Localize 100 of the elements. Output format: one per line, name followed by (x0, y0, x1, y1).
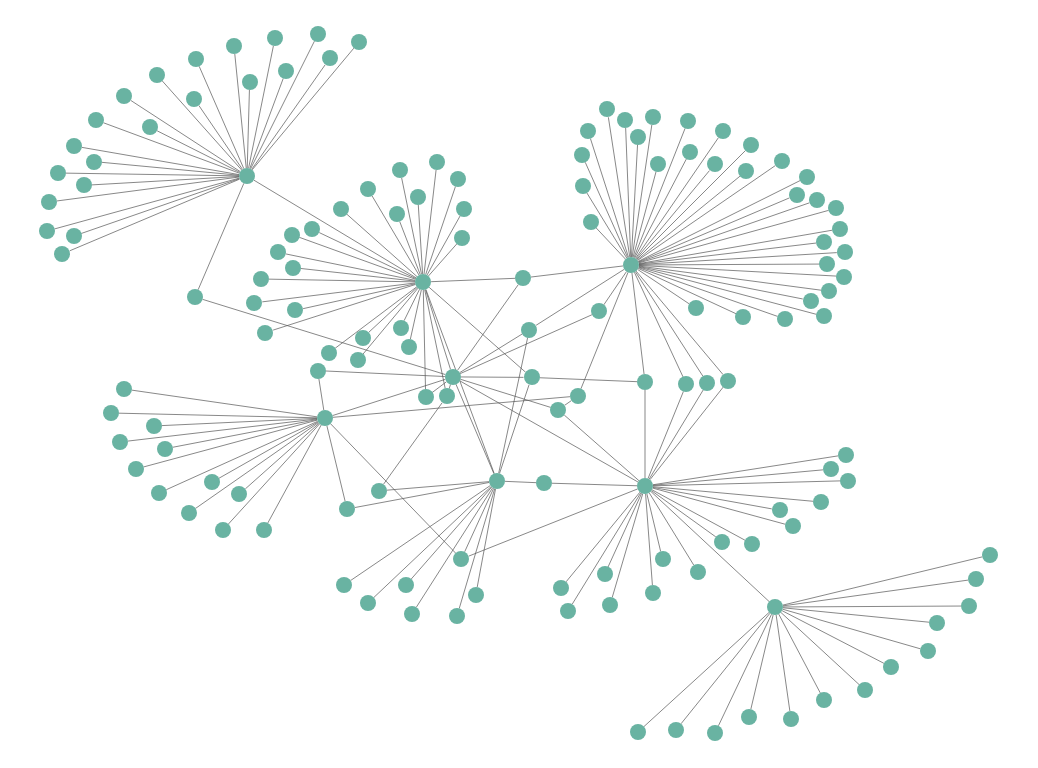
connector-line (234, 53, 247, 169)
connector-line (539, 377, 638, 383)
connector-line (428, 243, 458, 277)
connector-line (647, 391, 684, 479)
network-node-circle (650, 155, 667, 172)
connector-line (423, 169, 437, 275)
network-node-circle (819, 256, 836, 273)
network-node-circle (304, 221, 320, 238)
network-node-circle (339, 501, 355, 517)
connector-line (637, 268, 737, 315)
network-node-circle (50, 165, 66, 181)
connector-line (635, 170, 710, 260)
network-node-circle (392, 162, 408, 178)
network-node-circle (680, 113, 696, 129)
connector-line (638, 229, 833, 264)
connector-line (499, 384, 530, 474)
connector-line (417, 204, 423, 275)
network-node-circle (591, 303, 608, 320)
connector-line (268, 278, 416, 283)
network-node-circle (116, 381, 132, 397)
connector-line (457, 284, 519, 371)
connector-line (580, 272, 629, 389)
connector-line (246, 89, 250, 169)
network-node-circle (515, 270, 531, 286)
network-node-circle (54, 245, 71, 262)
connector-line (638, 265, 822, 291)
connector-line (103, 122, 240, 174)
network-node-circle (39, 223, 55, 239)
connector-line (172, 419, 318, 448)
network-node-circle (630, 724, 646, 740)
connector-line (368, 287, 418, 333)
connector-line (197, 183, 245, 290)
network-node-circle (690, 564, 706, 580)
connector-line (101, 162, 240, 176)
connector-line (530, 265, 624, 278)
network-node-circle (415, 274, 432, 290)
network-node-circle (767, 599, 783, 615)
network-node-circle (802, 292, 819, 309)
network-node-circle (186, 90, 203, 107)
network-node-circle (321, 50, 338, 67)
connector-line (253, 179, 417, 279)
network-node-circle (623, 257, 639, 273)
connector-line (458, 488, 496, 609)
network-node-circle (774, 153, 790, 169)
connector-line (571, 492, 642, 605)
connector-line (350, 485, 491, 581)
connector-line (118, 412, 318, 419)
connector-line (782, 607, 930, 623)
network-node-circle (388, 206, 405, 223)
connector-line (399, 221, 421, 275)
network-node-circle (687, 300, 704, 317)
network-node-circle (682, 144, 698, 160)
connector-line (718, 613, 772, 727)
connector-line (354, 482, 490, 508)
network-node-circle (215, 522, 231, 538)
connector-line (56, 176, 240, 202)
connector-line (652, 487, 773, 510)
network-node-circle (246, 294, 263, 311)
network-node-circle (489, 473, 505, 489)
connector-line (645, 493, 653, 586)
connector-line (195, 422, 319, 509)
connector-line (346, 213, 418, 278)
connector-line (633, 128, 686, 258)
connector-line (652, 455, 839, 486)
network-node-circle (832, 220, 849, 237)
connector-line (245, 422, 320, 490)
connector-line (318, 232, 417, 279)
network-node-circle (438, 388, 455, 405)
network-node-circle (226, 38, 242, 54)
network-node-circle (284, 259, 301, 276)
network-node-circle (349, 352, 366, 369)
connector-line (584, 161, 629, 259)
connector-line (782, 608, 921, 650)
network-node-circle (630, 128, 646, 145)
network-node-circle (816, 308, 833, 325)
connector-line (637, 269, 690, 305)
network-node-circle (351, 34, 367, 50)
connector-line (161, 418, 318, 426)
connector-line (409, 289, 422, 340)
connector-line (636, 150, 746, 260)
network-node-circle (103, 405, 119, 421)
network-node-circle (799, 168, 816, 185)
connector-line (248, 45, 274, 169)
network-node-circle (783, 711, 799, 727)
connector-line (498, 337, 529, 474)
connector-line (651, 490, 717, 538)
network-node-circle (617, 111, 634, 128)
connector-line (590, 138, 629, 258)
network-node-circle (360, 595, 376, 611)
connector-line (91, 176, 240, 186)
network-node-circle (400, 339, 417, 356)
network-node-circle (65, 228, 82, 245)
network-node-circle (637, 478, 653, 494)
connector-line (425, 289, 495, 474)
connector-line (459, 314, 593, 374)
connector-line (649, 386, 724, 481)
connector-line (430, 277, 516, 283)
network-node-circle (317, 410, 333, 426)
connector-line (318, 378, 325, 411)
connector-line (156, 130, 241, 173)
